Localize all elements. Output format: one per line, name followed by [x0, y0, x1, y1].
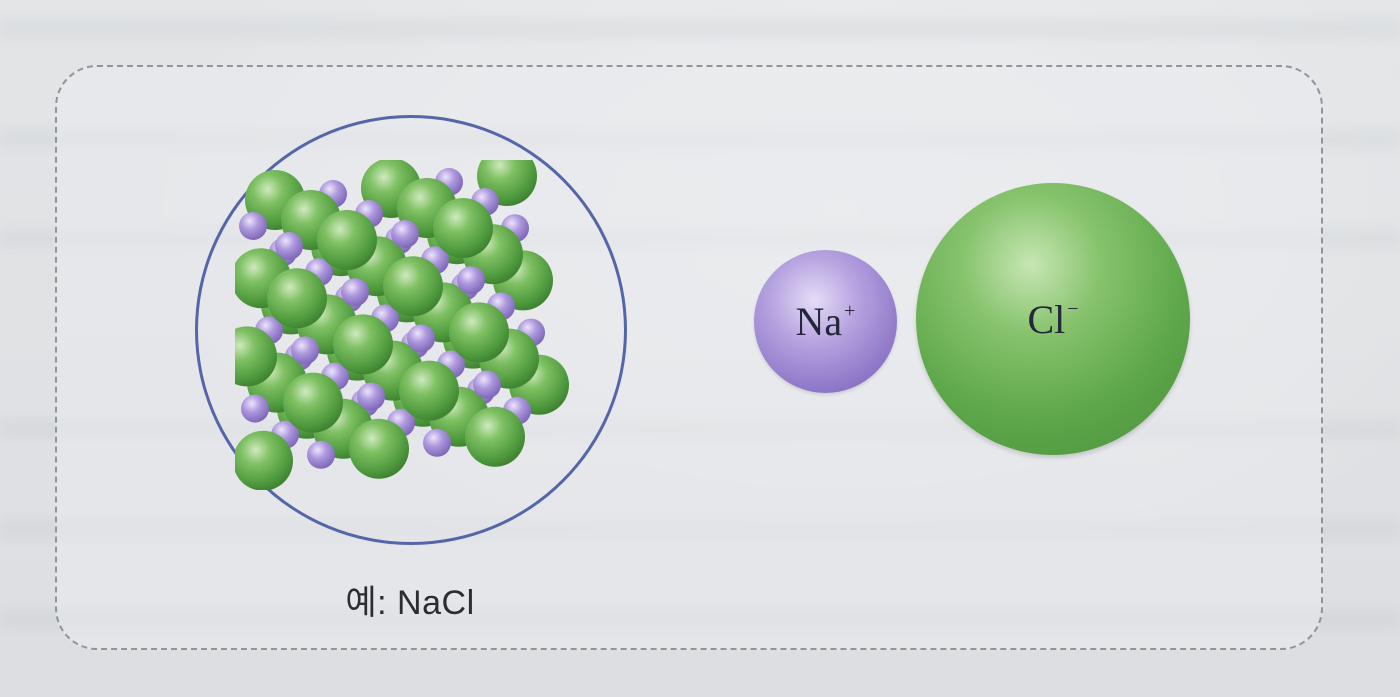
chloride-atom	[399, 360, 459, 421]
caption: 예: NaCl	[345, 584, 475, 622]
sodium-atom	[391, 220, 419, 248]
chloride-atom	[283, 372, 343, 433]
sodium-atom	[341, 278, 369, 307]
sodium-atom	[407, 324, 435, 353]
sodium-atom	[307, 440, 335, 469]
sodium-atom	[291, 336, 319, 365]
nacl-crystal-lattice	[235, 160, 569, 490]
chloride-atom	[235, 326, 277, 387]
sodium-atom	[357, 382, 385, 411]
sodium-atom	[457, 266, 485, 295]
crystal-circle	[195, 115, 627, 545]
chloride-ion: Cl−	[916, 183, 1190, 455]
chloride-atom	[267, 268, 327, 329]
background-text-shadow	[0, 20, 1400, 38]
sodium-atom	[275, 232, 303, 260]
sodium-ion: Na+	[754, 250, 897, 393]
chloride-atom	[235, 430, 293, 490]
sodium-atom	[239, 212, 267, 240]
chloride-atom	[317, 210, 377, 270]
sodium-atom	[473, 370, 501, 399]
sodium-ion-label: Na+	[795, 299, 856, 344]
chloride-atom	[465, 406, 525, 467]
chloride-atom	[383, 256, 443, 317]
chloride-atom	[333, 314, 393, 375]
chloride-ion-label: Cl−	[1027, 296, 1079, 342]
sodium-atom	[241, 394, 269, 423]
chloride-atom	[449, 302, 509, 363]
chloride-atom	[349, 418, 409, 479]
chloride-atom	[433, 198, 493, 258]
sodium-atom	[423, 428, 451, 457]
